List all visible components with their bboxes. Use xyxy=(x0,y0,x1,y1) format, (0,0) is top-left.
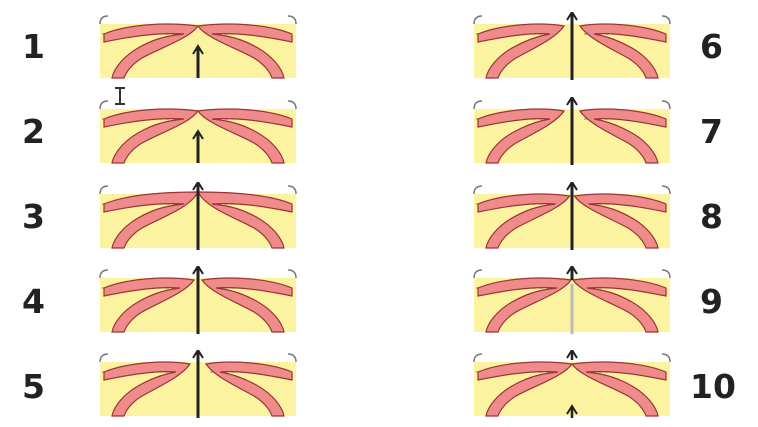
hook-right xyxy=(288,101,296,109)
hook-right xyxy=(662,354,670,362)
stage-number-7: 7 xyxy=(700,115,723,148)
hook-left xyxy=(474,186,482,194)
hook-left xyxy=(474,270,482,278)
vocal-fold-panel-3 xyxy=(98,182,298,250)
stage-number-8: 8 xyxy=(700,200,723,233)
vocal-fold-panel-7 xyxy=(472,97,672,165)
hook-left xyxy=(474,354,482,362)
vocal-fold-panel-1 xyxy=(98,12,298,80)
hook-right xyxy=(662,101,670,109)
vocal-fold-panel-4 xyxy=(98,266,298,334)
hook-left xyxy=(100,101,108,109)
hook-left xyxy=(100,270,108,278)
stage-number-2: 2 xyxy=(22,115,45,148)
vocal-fold-panel-8 xyxy=(472,182,672,250)
stage-number-9: 9 xyxy=(700,285,723,318)
hook-right xyxy=(662,16,670,24)
hook-left xyxy=(474,16,482,24)
hook-left xyxy=(474,101,482,109)
stage-number-3: 3 xyxy=(22,200,45,233)
vocal-fold-panel-6 xyxy=(472,12,672,80)
hook-left xyxy=(100,186,108,194)
hook-right xyxy=(662,270,670,278)
hook-right xyxy=(288,270,296,278)
hook-right xyxy=(288,186,296,194)
vocal-fold-panel-9 xyxy=(472,266,672,334)
stage-number-5: 5 xyxy=(22,370,45,403)
stage-number-6: 6 xyxy=(700,30,723,63)
text-cursor-icon xyxy=(112,86,128,106)
vocal-fold-panel-5 xyxy=(98,350,298,418)
hook-left xyxy=(100,16,108,24)
hook-right xyxy=(288,354,296,362)
hook-right xyxy=(662,186,670,194)
hook-right xyxy=(288,16,296,24)
vocal-fold-panel-2 xyxy=(98,97,298,165)
stage-number-10: 10 xyxy=(690,370,736,403)
stage-number-4: 4 xyxy=(22,285,45,318)
vocal-fold-panel-10 xyxy=(472,350,672,418)
hook-left xyxy=(100,354,108,362)
stage-number-1: 1 xyxy=(22,30,45,63)
